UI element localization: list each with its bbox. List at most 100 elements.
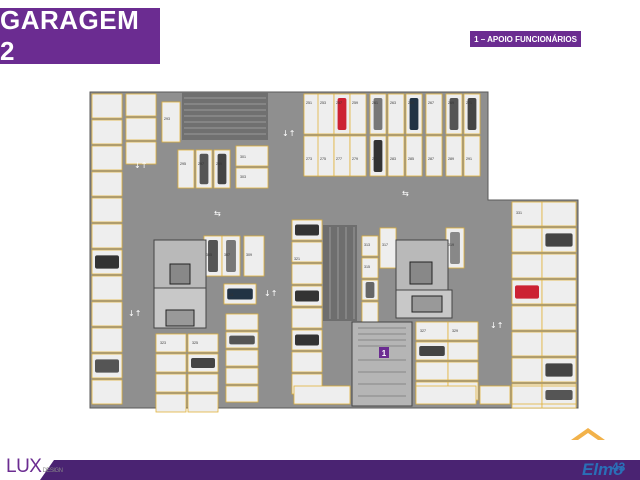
spot-number: 325 [192, 341, 198, 345]
parking-spot [511, 331, 543, 357]
staff-marker-number: 1 [382, 349, 387, 358]
elmo-anniversary-badge: 43 [612, 460, 626, 474]
parking-spot [541, 305, 577, 331]
parking-spot [187, 393, 219, 413]
parking-spot [225, 385, 259, 403]
parking-spot [91, 119, 123, 145]
svg-text:↓↑: ↓↑ [282, 129, 295, 138]
spot-number: 257 [336, 101, 342, 105]
page-title-box: GARAGEM 2 [0, 5, 160, 66]
parking-spot [349, 135, 367, 177]
elevator-left-a [169, 263, 191, 285]
spot-number: 279 [352, 157, 358, 161]
spot-number: 269 [448, 101, 454, 105]
spot-number: 281 [372, 157, 378, 161]
spot-number: 251 [306, 101, 312, 105]
parking-spot [415, 385, 477, 405]
spot-number: 273 [306, 157, 312, 161]
legend-label: 1 – APOIO FUNCIONÁRIOS [474, 34, 577, 44]
parking-spot [349, 93, 367, 135]
spot-number: 253 [320, 101, 326, 105]
spot-number: 315 [364, 265, 370, 269]
spot-number: 293 [164, 117, 170, 121]
spot-number: 271 [466, 101, 472, 105]
staff-support-area [351, 321, 413, 407]
svg-text:↓↑: ↓↑ [128, 309, 141, 318]
central-ramp [323, 225, 357, 321]
chevron-up-icon [571, 428, 605, 440]
parking-spot [235, 167, 269, 189]
svg-text:⇆: ⇆ [214, 209, 221, 218]
parking-spot [91, 171, 123, 197]
spot-number: 263 [390, 101, 396, 105]
spot-number: 259 [352, 101, 358, 105]
parking-spot [155, 333, 187, 353]
spot-number: 305 [206, 253, 212, 257]
car [515, 285, 539, 299]
parking-spot [91, 275, 123, 301]
spot-number: 303 [240, 175, 246, 179]
car [95, 255, 119, 269]
parking-spot [161, 101, 181, 143]
parking-spot [447, 321, 479, 341]
parking-spot [125, 93, 157, 117]
parking-spot [333, 135, 351, 177]
spot-number: 313 [364, 243, 370, 247]
parking-spot [155, 393, 187, 413]
spot-number: 265 [408, 101, 414, 105]
page-title: GARAGEM 2 [0, 5, 140, 66]
car [545, 363, 573, 377]
car [229, 335, 255, 345]
parking-spot [405, 135, 423, 177]
spot-number: 299 [216, 162, 222, 166]
legend-box: 1 – APOIO FUNCIONÁRIOS [470, 31, 581, 47]
car [409, 98, 419, 130]
parking-spot [541, 279, 577, 305]
car [449, 98, 459, 130]
direction-arrows: ↓↑ ↓↑ ⇆ ⇆ ↓↑ ↓↑ ↓↑ [128, 129, 503, 330]
parking-spot [91, 93, 123, 119]
parking-spot [291, 351, 323, 373]
car [545, 390, 573, 400]
spot-number: 329 [452, 329, 458, 333]
spot-number: 327 [420, 329, 426, 333]
elevator-right-b [411, 295, 443, 313]
parking-spot [91, 327, 123, 353]
parking-spot [187, 333, 219, 353]
spot-number: 307 [224, 253, 230, 257]
lux-logo: LUXDESIGN [6, 456, 63, 478]
footer-bar [40, 460, 640, 480]
spot-number: 297 [198, 162, 204, 166]
svg-text:↓↑: ↓↑ [264, 289, 277, 298]
spot-number: 291 [466, 157, 472, 161]
parking-spot [155, 353, 187, 373]
lux-logo-text: LUX [6, 456, 42, 477]
spot-number: 321 [294, 257, 300, 261]
parking-spot [447, 361, 479, 381]
svg-text:↓↑: ↓↑ [134, 161, 147, 170]
car [295, 334, 319, 346]
car [295, 224, 319, 236]
parking-spot [225, 313, 259, 331]
parking-spot [91, 379, 123, 405]
parking-spot [511, 227, 543, 253]
car [295, 290, 319, 302]
parking-spot [91, 145, 123, 171]
parking-spot [415, 361, 449, 381]
parking-spot [511, 201, 543, 227]
spot-number: 309 [246, 253, 252, 257]
spot-number: 261 [372, 101, 378, 105]
spot-number: 311 [228, 293, 234, 297]
parking-spot [225, 367, 259, 385]
spot-number: 285 [408, 157, 414, 161]
spot-number: 323 [160, 341, 166, 345]
car [95, 359, 119, 373]
spot-number: 277 [336, 157, 342, 161]
parking-spot [447, 341, 479, 361]
staff-marker [379, 347, 389, 358]
car [199, 153, 209, 185]
car [450, 232, 460, 264]
parking-spot [379, 227, 397, 269]
parking-spot [445, 135, 463, 177]
